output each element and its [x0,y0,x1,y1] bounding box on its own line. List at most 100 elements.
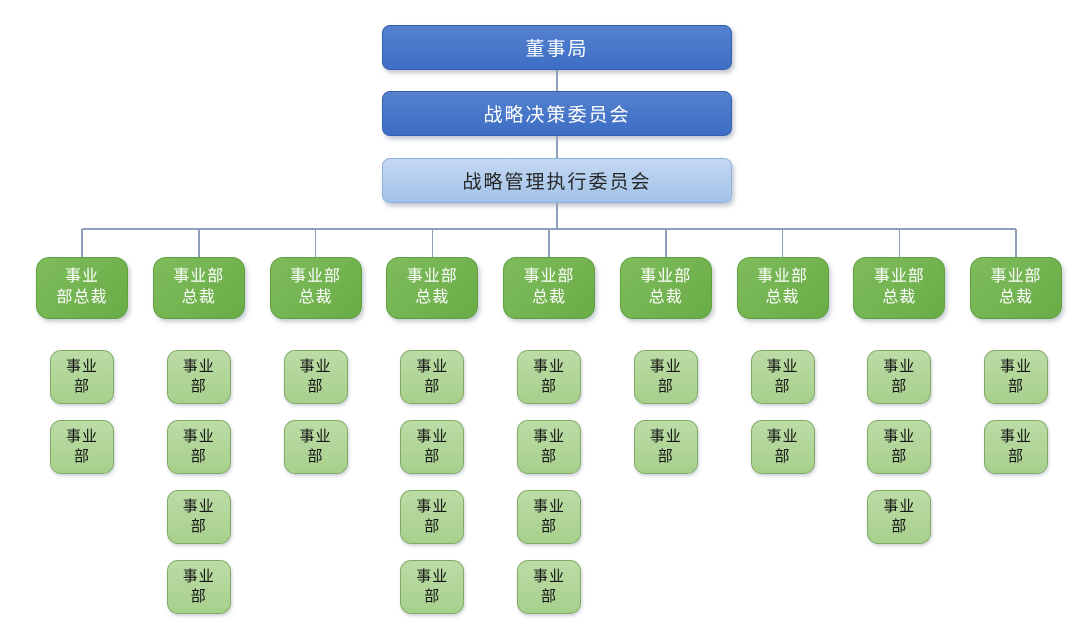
connector-line [556,70,558,91]
division-column: 事业部总裁事业部事业部事业部事业部 [152,229,245,630]
division-president-label: 事业部 [756,268,808,286]
connector-drop-line [665,229,667,257]
department-label: 部 [540,378,557,395]
division-column: 事业部总裁事业部事业部 [970,229,1062,630]
division-president-label: 事业部 [873,268,925,286]
connector-drop-line [431,229,433,257]
department-label: 事业 [416,497,449,515]
department-box: 事业部 [750,420,815,474]
department-box: 事业部 [867,420,932,474]
department-box: 事业部 [166,490,231,544]
department-label: 部 [190,518,207,535]
division-president-label: 总裁 [181,289,216,306]
division-column: 事业部总裁事业部事业部事业部事业部 [386,229,479,630]
department-label: 事业 [999,357,1032,375]
department-label: 事业 [299,357,332,375]
division-president-label: 总裁 [765,289,800,306]
department-label: 事业 [999,427,1032,445]
division-president-box: 事业部总裁 [736,257,829,319]
strategic-decision-committee-box: 战略决策委员会 [382,91,732,136]
department-label: 事业 [416,427,449,445]
division-president-label: 部总裁 [56,289,108,306]
department-label: 部 [73,378,90,395]
division-president-label: 事业部 [523,268,575,286]
connector-drop-line [781,229,784,257]
department-label: 事业 [766,427,799,445]
connector-drop-line [314,229,317,257]
department-label: 事业 [532,357,565,375]
division-president-box: 事业部总裁 [619,257,712,319]
department-box: 事业部 [400,560,465,614]
department-label: 部 [657,378,674,395]
department-box: 事业部 [166,350,231,404]
department-box: 事业部 [867,350,932,404]
department-label: 事业 [182,357,215,375]
department-label: 事业 [182,427,215,445]
department-label: 部 [424,518,441,535]
connector-drop-line [548,229,550,257]
division-president-box: 事业部总裁 [503,257,595,319]
department-label: 事业 [649,357,682,375]
department-label: 事业 [299,427,332,445]
department-label: 部 [190,588,207,605]
department-label: 部 [891,518,908,535]
department-label: 事业 [65,357,98,375]
division-column: 事业部总裁事业部事业部 [619,229,712,630]
division-column: 事业部总裁事业部事业部事业部 [853,229,946,630]
department-label: 部 [424,378,441,395]
department-label: 部 [540,518,557,535]
division-president-label: 总裁 [998,289,1033,306]
department-box: 事业部 [50,420,114,474]
department-label: 部 [540,448,557,465]
department-box: 事业部 [283,350,348,404]
department-box: 事业部 [400,350,465,404]
department-label: 事业 [182,567,215,585]
division-column: 事业部总裁事业部事业部 [269,229,362,630]
department-label: 部 [891,378,908,395]
department-label: 事业 [766,357,799,375]
department-label: 事业 [883,427,916,445]
department-label: 部 [1007,378,1024,395]
department-label: 事业 [416,567,449,585]
strategic-management-execution-committee-box: 战略管理执行委员会 [382,158,732,203]
department-box: 事业部 [50,350,114,404]
division-president-label: 事业部 [990,268,1042,286]
department-box: 事业部 [400,420,465,474]
department-box: 事业部 [867,490,932,544]
division-president-label: 总裁 [531,289,566,306]
division-president-label: 事业部 [289,268,341,286]
department-box: 事业部 [633,420,698,474]
division-president-label: 总裁 [298,289,333,306]
department-box: 事业部 [400,490,465,544]
division-president-label: 总裁 [648,289,683,306]
division-president-label: 总裁 [882,289,917,306]
department-label: 事业 [532,567,565,585]
division-president-box: 事业部总裁 [269,257,362,319]
department-box: 事业部 [750,350,815,404]
connector-bus-line [82,228,1016,230]
department-label: 部 [424,448,441,465]
department-label: 事业 [883,357,916,375]
department-box: 事业部 [633,350,698,404]
department-label: 事业 [532,427,565,445]
department-box: 事业部 [517,560,581,614]
department-label: 事业 [416,357,449,375]
department-box: 事业部 [166,420,231,474]
department-label: 部 [1007,448,1024,465]
connector-line [556,136,558,158]
department-box: 事业部 [166,560,231,614]
department-box: 事业部 [283,420,348,474]
department-label: 部 [190,448,207,465]
department-label: 部 [307,448,324,465]
division-president-label: 总裁 [415,289,450,306]
division-column: 事业部总裁事业部事业部事业部事业部 [503,229,595,630]
department-label: 部 [774,378,791,395]
department-box: 事业部 [984,420,1048,474]
connector-drop-line [198,229,200,257]
department-label: 事业 [182,497,215,515]
department-box: 事业部 [984,350,1048,404]
division-president-label: 事业部 [173,268,225,286]
connector-drop-line [81,229,83,257]
division-columns: 事业部总裁事业部事业部事业部总裁事业部事业部事业部事业部事业部总裁事业部事业部事… [36,229,1062,630]
